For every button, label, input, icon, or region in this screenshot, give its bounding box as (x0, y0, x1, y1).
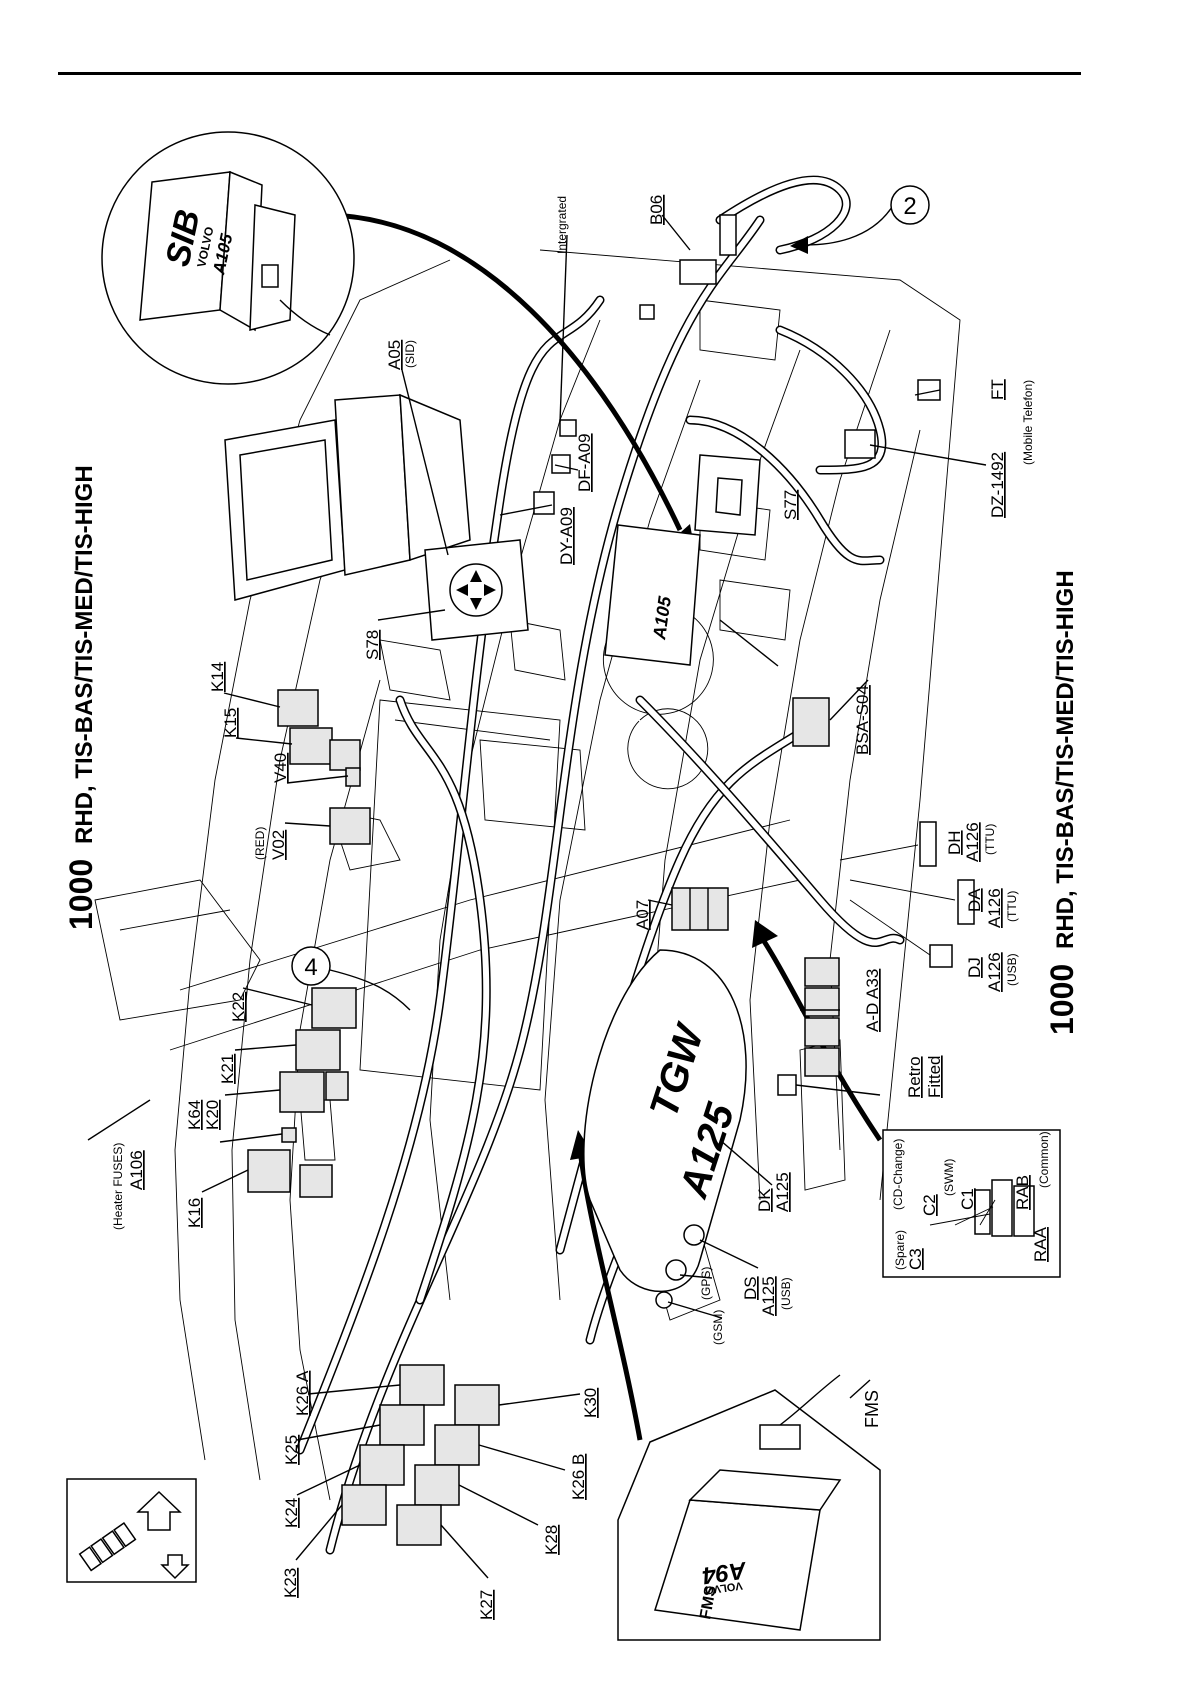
label-a05-sub: (SID) (403, 340, 417, 368)
callout-4-text: 4 (304, 954, 317, 981)
dashboard-outline (94, 249, 961, 1501)
label-dk: DK (755, 1188, 774, 1212)
s77-switch (694, 454, 761, 536)
label-ds: DS (741, 1276, 760, 1300)
label-red: (RED) (253, 827, 267, 860)
callout-circle-4: 4 (291, 946, 411, 1011)
a105-module: A105 (604, 524, 701, 666)
label-ft: FT (988, 379, 1007, 400)
label-dh: DH (945, 830, 964, 855)
label-k23: K23 (281, 1568, 300, 1598)
title-bottom: 1000 RHD, TIS-BAS/TIS-MED/TIS-HIGH (1044, 570, 1080, 1035)
label-swm: (SWM) (942, 1159, 956, 1196)
label-retro: Retro (905, 1056, 924, 1098)
label-s78: S78 (363, 630, 382, 660)
label-c1: C1 (958, 1188, 977, 1210)
label-dh-ttu: (TTU) (983, 824, 997, 855)
label-c2: C2 (920, 1194, 939, 1216)
label-k28: K28 (542, 1525, 561, 1555)
header-rule (58, 72, 1081, 75)
label-dy-a09: DY-A09 (557, 507, 576, 565)
fms-brand: VOLVO (704, 1579, 743, 1596)
a126-connectors (839, 821, 975, 968)
callout-circle-2: 2 (890, 185, 930, 225)
a07-connector (671, 887, 729, 931)
orientation-icon (66, 1478, 197, 1583)
label-gps: (GPS) (699, 1267, 713, 1300)
title-bottom-number: 1000 (1044, 964, 1080, 1035)
label-dk-a125: A125 (773, 1172, 792, 1212)
label-ds-usb: (USB) (779, 1277, 793, 1310)
label-k24: K24 (282, 1498, 301, 1528)
label-heater-fuses: (Heater FUSES) (111, 1143, 125, 1230)
label-k14: K14 (208, 662, 227, 692)
label-raa: RAA (1031, 1226, 1050, 1262)
label-ft-sub: (Mobile Telefon) (1021, 380, 1035, 465)
label-common: (Common) (1037, 1131, 1051, 1188)
upper-relay-group (277, 689, 371, 845)
fms-inset: A94 VOLVO FMS (617, 1374, 881, 1641)
label-k15: K15 (221, 708, 240, 738)
leader-lines (87, 214, 987, 1579)
label-k22: K22 (229, 992, 248, 1022)
label-k64: K64 (185, 1100, 204, 1130)
wiring-harness (295, 175, 905, 1555)
tgw-a125-unit: TGW A125 (583, 949, 747, 1292)
label-dj-usb: (USB) (1005, 953, 1019, 986)
label-k26b: K26 B (569, 1454, 588, 1500)
label-s77: S77 (781, 490, 800, 520)
label-v40: V40 (271, 753, 290, 783)
label-rab: RAB (1013, 1175, 1032, 1210)
label-ds-a125: A125 (759, 1276, 778, 1316)
label-bsa-s04: BSA-S04 (853, 685, 872, 755)
sib-inset: SIB VOLVO A105 (101, 131, 355, 385)
lower-relay-group (247, 987, 357, 1198)
label-df-a09: DF-A09 (575, 433, 594, 492)
label-k25: K25 (282, 1435, 301, 1465)
fms-code: A94 (701, 1556, 749, 1589)
title-bottom-text: RHD, TIS-BAS/TIS-MED/TIS-HIGH (1052, 570, 1079, 949)
label-c3: C3 (906, 1248, 925, 1270)
label-b06: B06 (647, 195, 666, 225)
label-a07: A07 (633, 900, 652, 930)
cd-change-panel (882, 1129, 1061, 1278)
s78-control-panel (424, 539, 529, 641)
label-k30: K30 (581, 1388, 600, 1418)
label-da: DA (965, 888, 984, 912)
label-k16: K16 (185, 1198, 204, 1228)
label-k26a: K26 A (293, 1370, 312, 1416)
label-dh-a126: A126 (963, 822, 982, 862)
bsa-s04-connector (792, 697, 830, 747)
label-k21: K21 (218, 1054, 237, 1084)
small-connectors (533, 214, 941, 1096)
callout-2-text: 2 (903, 193, 916, 220)
label-k20: K20 (203, 1100, 222, 1130)
label-da-ttu: (TTU) (1005, 891, 1019, 922)
label-fitted: Fitted (925, 1055, 944, 1098)
label-a106: A106 (127, 1150, 146, 1190)
fms-module-text: FMS (697, 1584, 720, 1621)
label-k27: K27 (477, 1590, 496, 1620)
label-dj-a126: A126 (985, 952, 1004, 992)
label-da-a126: A126 (985, 888, 1004, 928)
a33-relay-stack (804, 957, 840, 1077)
label-cd-change: (CD-Change) (891, 1139, 905, 1210)
label-v02: V02 (269, 830, 288, 860)
title-top-text: RHD, TIS-BAS/TIS-MED/TIS-HIGH (71, 465, 98, 844)
title-top: 1000 RHD, TIS-BAS/TIS-MED/TIS-HIGH (63, 465, 99, 930)
label-dj: DJ (965, 957, 984, 978)
label-intergrated: Intergrated (555, 196, 569, 254)
relay-bank-k23-k30 (341, 1364, 500, 1546)
label-a05: A05 (385, 340, 404, 370)
label-a-d-a33: A-D A33 (863, 969, 882, 1032)
label-dz-1492: DZ-1492 (988, 452, 1007, 518)
pointer-arrows (329, 206, 893, 1441)
label-gsm: (GSM) (711, 1310, 725, 1345)
display-screen (224, 393, 471, 601)
label-spare: (Spare) (893, 1230, 907, 1270)
title-top-number: 1000 (63, 859, 99, 930)
label-fms: FMS (862, 1390, 882, 1428)
